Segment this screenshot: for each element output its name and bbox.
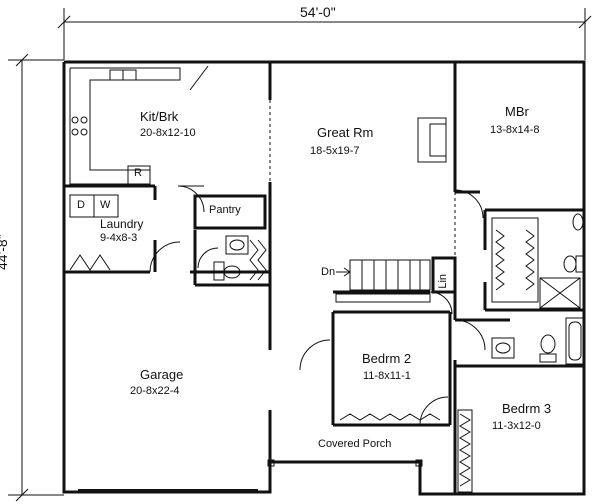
room-bed2-name: Bedrm 2 [362,351,412,366]
kitchen-counter [69,67,181,185]
room-kitchen-name: Kit/Brk [140,109,179,124]
range-label: R [134,167,142,179]
overall-depth-label: 44'-8" [0,234,10,270]
room-great-name: Great Rm [317,125,374,140]
porch-label: Covered Porch [318,438,392,450]
washer [93,194,119,218]
pantry-label: Pantry [209,204,241,216]
overall-width-label: 54'-0" [300,4,336,20]
fireplace [417,117,447,163]
room-great-dims: 18-5x19-7 [310,145,360,157]
room-garage-name: Garage [140,367,184,382]
room-bed3-dims: 11-3x12-0 [492,420,541,432]
stairs [336,259,431,291]
shower [539,277,581,309]
room-bed3-name: Bedrm 3 [502,401,552,416]
exterior-wall [62,60,586,496]
dryer-label: D [77,199,85,211]
walk-in-closet [491,217,539,303]
bathtub [565,317,585,365]
range [127,165,151,185]
stairs-label: Dn [321,266,336,278]
room-master-name: MBr [505,104,529,119]
room-master-dims: 13-8x14-8 [490,124,540,136]
washer-label: W [100,199,111,211]
room-kitchen-dims: 20-8x12-10 [140,127,196,139]
linen-label: Lin [437,273,450,289]
room-bed2-dims: 11-8x11-1 [363,370,411,382]
room-garage-dims: 20-8x22-4 [130,385,180,397]
room-laundry-dims: 9-4x8-3 [100,232,138,244]
room-laundry-name: Laundry [100,217,144,231]
